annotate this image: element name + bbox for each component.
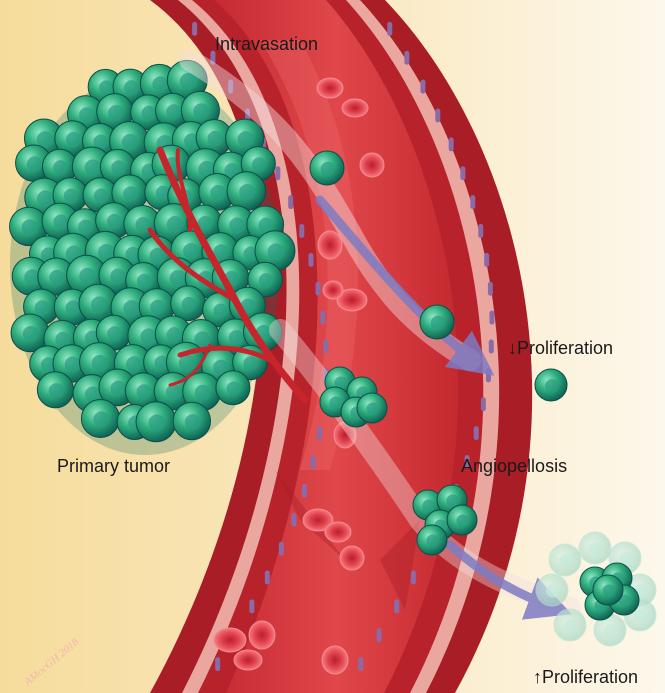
red-blood-cell: [214, 628, 246, 652]
endothelial-nucleus: [288, 195, 293, 209]
angiopellosis-cluster: [447, 505, 477, 535]
endothelial-nucleus: [299, 224, 304, 238]
red-blood-cell: [249, 621, 275, 649]
endothelial-nucleus: [435, 109, 440, 123]
endothelial-nucleus: [308, 253, 313, 267]
endothelial-nucleus: [489, 311, 494, 325]
red-blood-cell: [318, 231, 342, 259]
red-blood-cell: [340, 546, 364, 570]
tumor-cell: [227, 172, 266, 211]
endothelial-nucleus: [460, 166, 465, 180]
endothelial-nucleus: [478, 224, 483, 238]
proliferating-cluster: [593, 575, 623, 605]
circulating-tumor-cell: [310, 151, 344, 185]
tumor-cell-cluster: [357, 393, 387, 423]
endothelial-nucleus: [265, 571, 270, 585]
endothelial-nucleus: [387, 22, 392, 36]
tumor-cell: [216, 371, 250, 405]
endothelial-nucleus: [358, 657, 363, 671]
primary-tumor-label: Primary tumor: [57, 456, 170, 476]
proliferating-ghost-cell: [536, 574, 568, 606]
endothelial-nucleus: [215, 657, 220, 671]
red-blood-cell: [342, 99, 368, 117]
red-blood-cell: [234, 650, 262, 670]
endothelial-nucleus: [311, 455, 316, 469]
angiopellosis-label: Angiopellosis: [461, 456, 567, 476]
endothelial-nucleus: [481, 397, 486, 411]
endothelial-nucleus: [377, 628, 382, 642]
endothelial-nucleus: [420, 80, 425, 94]
red-blood-cell: [360, 153, 384, 177]
endothelial-nucleus: [249, 599, 254, 613]
endothelial-nucleus: [404, 51, 409, 65]
endothelial-nucleus: [279, 542, 284, 556]
endothelial-nucleus: [486, 368, 491, 382]
tumor-cell: [173, 402, 210, 439]
proliferating-ghost-cell: [549, 544, 581, 576]
endothelial-nucleus: [323, 340, 328, 354]
endothelial-nucleus: [488, 282, 493, 296]
proliferation-down-label: ↓Proliferation: [508, 338, 613, 358]
tumor-cell: [136, 402, 176, 442]
red-blood-cell: [325, 522, 351, 542]
endothelial-nucleus: [394, 599, 399, 613]
endothelial-nucleus: [449, 137, 454, 151]
endothelial-nucleus: [470, 195, 475, 209]
intravasation-label: Intravasation: [215, 34, 318, 54]
extravasating-tumor-cell: [420, 305, 454, 339]
endothelial-nucleus: [484, 253, 489, 267]
endothelial-nucleus: [317, 426, 322, 440]
disseminated-single-cell: [535, 369, 567, 401]
tumor-cell: [37, 372, 73, 408]
endothelial-nucleus: [316, 282, 321, 296]
endothelial-nucleus: [192, 22, 197, 36]
endothelial-nucleus: [291, 513, 296, 527]
endothelial-nucleus: [489, 340, 494, 354]
proliferation-up-label: ↑Proliferation: [533, 667, 638, 687]
endothelial-nucleus: [474, 426, 479, 440]
red-blood-cell: [317, 78, 343, 98]
tumor-cell: [171, 286, 206, 321]
endothelial-nucleus: [320, 311, 325, 325]
endothelial-nucleus: [411, 571, 416, 585]
proliferating-ghost-cell: [579, 532, 611, 564]
red-blood-cell: [323, 281, 343, 299]
endothelial-nucleus: [275, 166, 280, 180]
proliferating-ghost-cell: [554, 609, 586, 641]
red-blood-cell: [322, 646, 348, 674]
tumor-cell: [81, 399, 119, 437]
endothelial-nucleus: [302, 484, 307, 498]
angiopellosis-cluster: [417, 525, 447, 555]
